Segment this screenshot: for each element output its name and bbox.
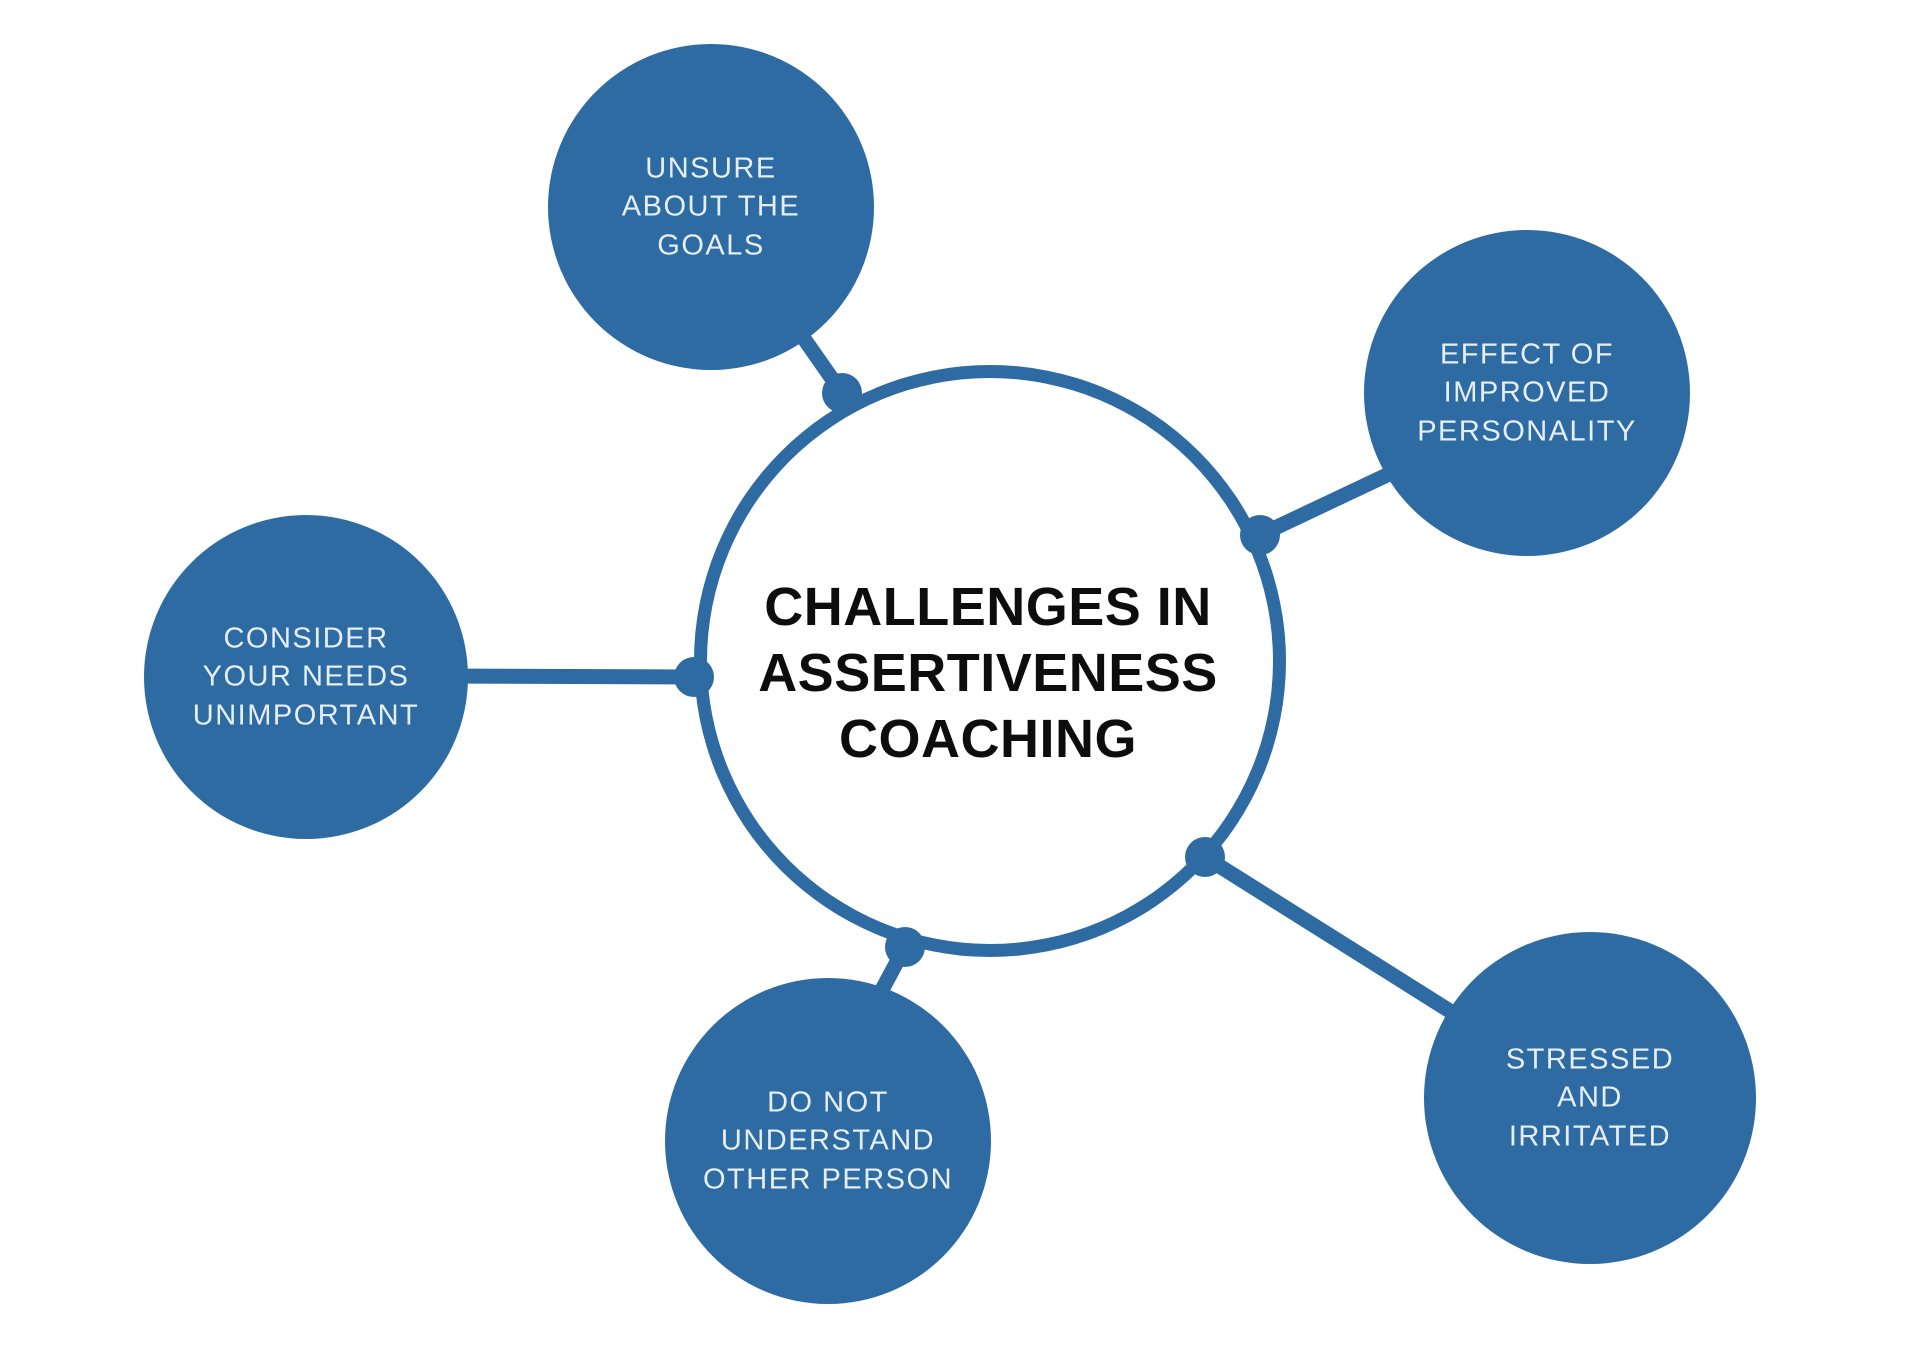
junction-dot-stressed — [1185, 837, 1225, 877]
node-circle-do-not-understand — [665, 978, 991, 1304]
node-circle-stressed — [1424, 932, 1756, 1264]
node-circle-consider — [144, 515, 468, 839]
node-circle-unsure — [548, 44, 874, 370]
junction-dot-do-not-understand — [885, 927, 925, 967]
connector-consider — [429, 668, 695, 685]
junction-dot-unsure — [822, 373, 862, 413]
junction-dot-effect — [1240, 515, 1280, 555]
junction-dot-consider — [674, 657, 714, 697]
connector-stressed — [1201, 850, 1484, 1037]
center-circle-face — [707, 378, 1273, 944]
node-circle-effect — [1364, 230, 1690, 556]
